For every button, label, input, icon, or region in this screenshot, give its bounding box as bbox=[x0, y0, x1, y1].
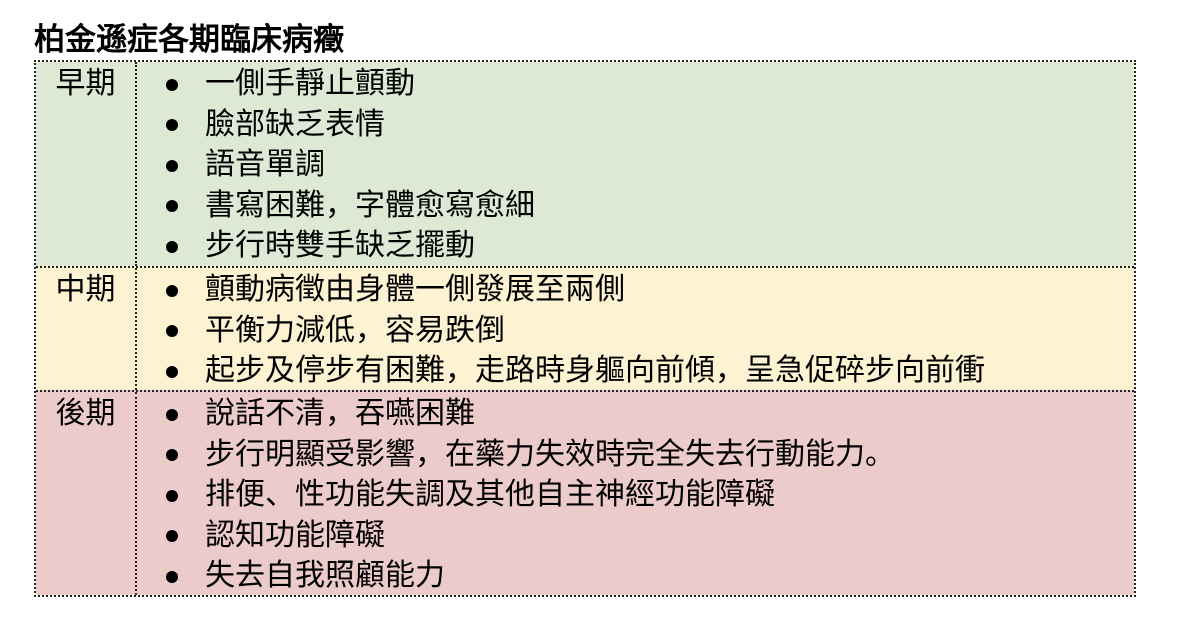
bullet-icon bbox=[137, 351, 205, 392]
stage-label: 中期 bbox=[36, 268, 137, 390]
bullet-icon bbox=[137, 516, 205, 557]
bullet-icon bbox=[137, 556, 205, 597]
list-item: 說話不清，吞嚥困難 bbox=[137, 394, 1134, 435]
stage-row-late: 後期 說話不清，吞嚥困難 步行明顯受影響，在藥力失效時完全失去行動能力。 排便、… bbox=[36, 390, 1134, 595]
stage-row-early: 早期 一側手靜止顫動 臉部缺乏表情 語音單調 書寫困難，字體愈寫愈細 步行時雙手… bbox=[36, 62, 1134, 266]
bullet-icon bbox=[137, 394, 205, 435]
bullet-icon bbox=[137, 311, 205, 352]
page-title: 柏金遜症各期臨床病癥 bbox=[34, 22, 344, 58]
bullet-icon bbox=[137, 64, 205, 105]
bullet-icon bbox=[137, 270, 205, 311]
stage-label: 早期 bbox=[36, 62, 137, 266]
list-item: 語音單調 bbox=[137, 145, 1134, 186]
list-item: 臉部缺乏表情 bbox=[137, 105, 1134, 146]
list-item: 步行時雙手缺乏擺動 bbox=[137, 226, 1134, 267]
list-item: 書寫困難，字體愈寫愈細 bbox=[137, 186, 1134, 227]
list-item: 平衡力減低，容易跌倒 bbox=[137, 311, 1134, 352]
list-item: 失去自我照顧能力 bbox=[137, 556, 1134, 597]
bullet-icon bbox=[137, 475, 205, 516]
list-item: 一側手靜止顫動 bbox=[137, 64, 1134, 105]
stage-label: 後期 bbox=[36, 392, 137, 595]
symptom-list: 一側手靜止顫動 臉部缺乏表情 語音單調 書寫困難，字體愈寫愈細 步行時雙手缺乏擺… bbox=[137, 62, 1134, 266]
list-item: 認知功能障礙 bbox=[137, 516, 1134, 557]
symptoms-table: 早期 一側手靜止顫動 臉部缺乏表情 語音單調 書寫困難，字體愈寫愈細 步行時雙手… bbox=[34, 60, 1136, 597]
bullet-icon bbox=[137, 226, 205, 267]
list-item: 起步及停步有困難，走路時身軀向前傾，呈急促碎步向前衝 bbox=[137, 351, 1134, 392]
stage-row-middle: 中期 顫動病徵由身體一側發展至兩側 平衡力減低，容易跌倒 起步及停步有困難，走路… bbox=[36, 266, 1134, 390]
list-item: 步行明顯受影響，在藥力失效時完全失去行動能力。 bbox=[137, 435, 1134, 476]
bullet-icon bbox=[137, 186, 205, 227]
symptom-list: 說話不清，吞嚥困難 步行明顯受影響，在藥力失效時完全失去行動能力。 排便、性功能… bbox=[137, 392, 1134, 595]
bullet-icon bbox=[137, 145, 205, 186]
symptom-list: 顫動病徵由身體一側發展至兩側 平衡力減低，容易跌倒 起步及停步有困難，走路時身軀… bbox=[137, 268, 1134, 390]
list-item: 顫動病徵由身體一側發展至兩側 bbox=[137, 270, 1134, 311]
list-item: 排便、性功能失調及其他自主神經功能障礙 bbox=[137, 475, 1134, 516]
bullet-icon bbox=[137, 435, 205, 476]
bullet-icon bbox=[137, 105, 205, 146]
